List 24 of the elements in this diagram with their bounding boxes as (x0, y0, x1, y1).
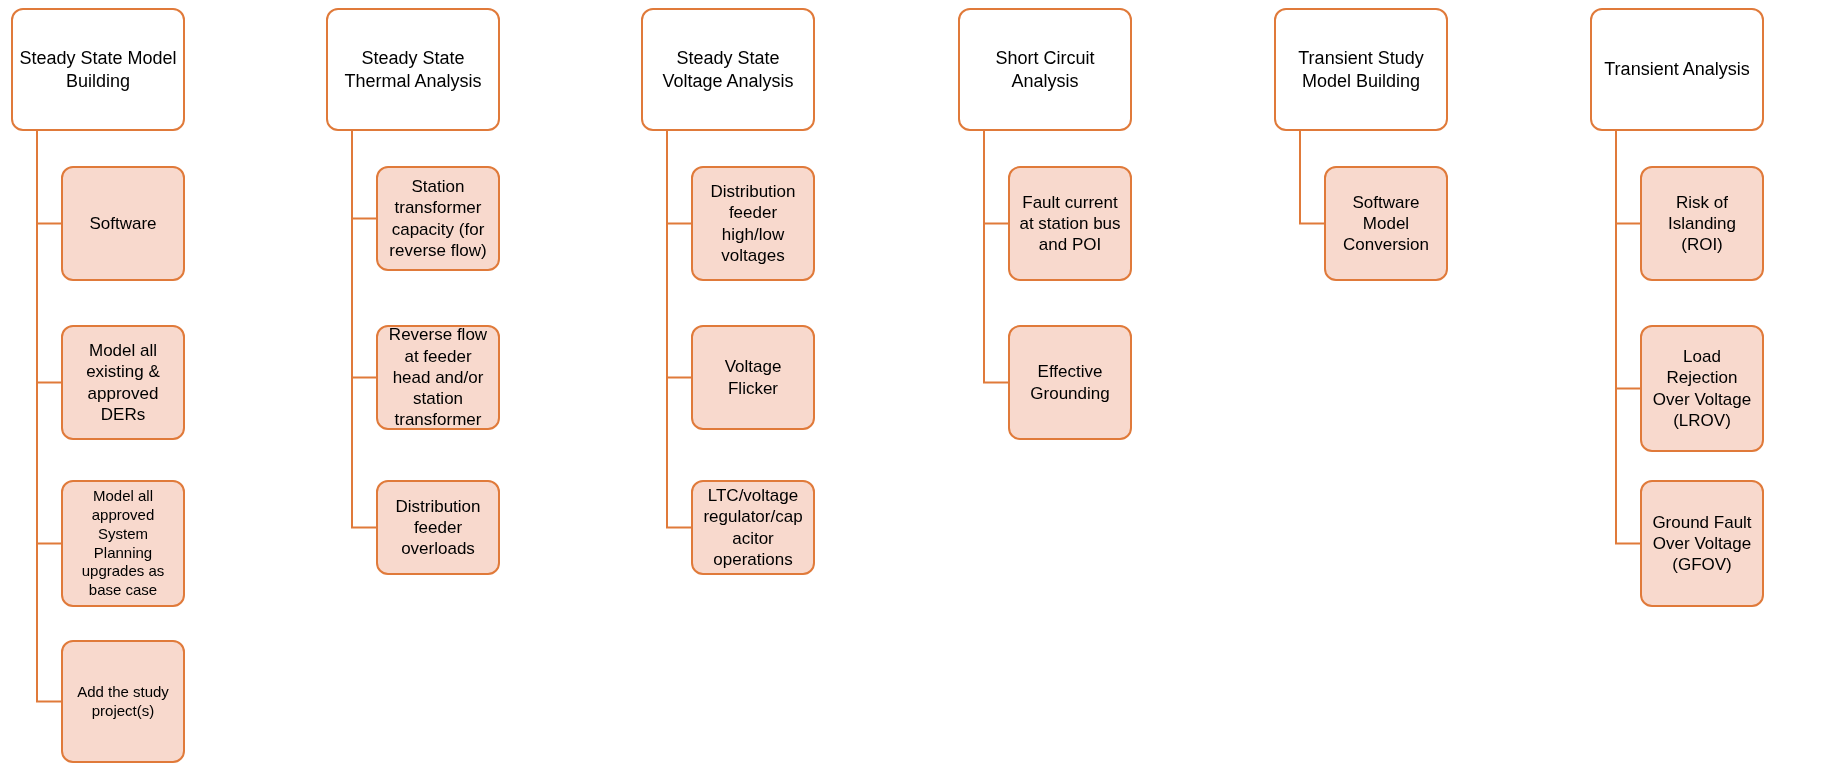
category-box: Steady State Model Building (11, 8, 185, 131)
task-box: Effective Grounding (1008, 325, 1132, 440)
category-box: Steady State Voltage Analysis (641, 8, 815, 131)
task-box: Software Model Conversion (1324, 166, 1448, 281)
task-box: Reverse flow at feeder head and/or station transformer (376, 325, 500, 430)
connector-line (1299, 130, 1325, 225)
task-box: Distribution feeder high/low voltages (691, 166, 815, 281)
task-box: Risk of Islanding (ROI) (1640, 166, 1764, 281)
task-box: Fault current at station bus and POI (1008, 166, 1132, 281)
task-box: Distribution feeder overloads (376, 480, 500, 575)
task-box: Add the study project(s) (61, 640, 185, 763)
category-box: Transient Analysis (1590, 8, 1764, 131)
task-box: Station transformer capacity (for reverse flow) (376, 166, 500, 271)
category-box: Steady State Thermal Analysis (326, 8, 500, 131)
task-box: Model all existing & approved DERs (61, 325, 185, 440)
task-box: Model all approved System Planning upgrades as base case (61, 480, 185, 607)
category-box: Short Circuit Analysis (958, 8, 1132, 131)
task-box: LTC/voltage regulator/capacitor operations (691, 480, 815, 575)
task-box: Software (61, 166, 185, 281)
task-box: Voltage Flicker (691, 325, 815, 430)
task-box: Ground Fault Over Voltage (GFOV) (1640, 480, 1764, 607)
category-box: Transient Study Model Building (1274, 8, 1448, 131)
task-box: Load Rejection Over Voltage (LROV) (1640, 325, 1764, 452)
connector-line (983, 130, 1009, 384)
